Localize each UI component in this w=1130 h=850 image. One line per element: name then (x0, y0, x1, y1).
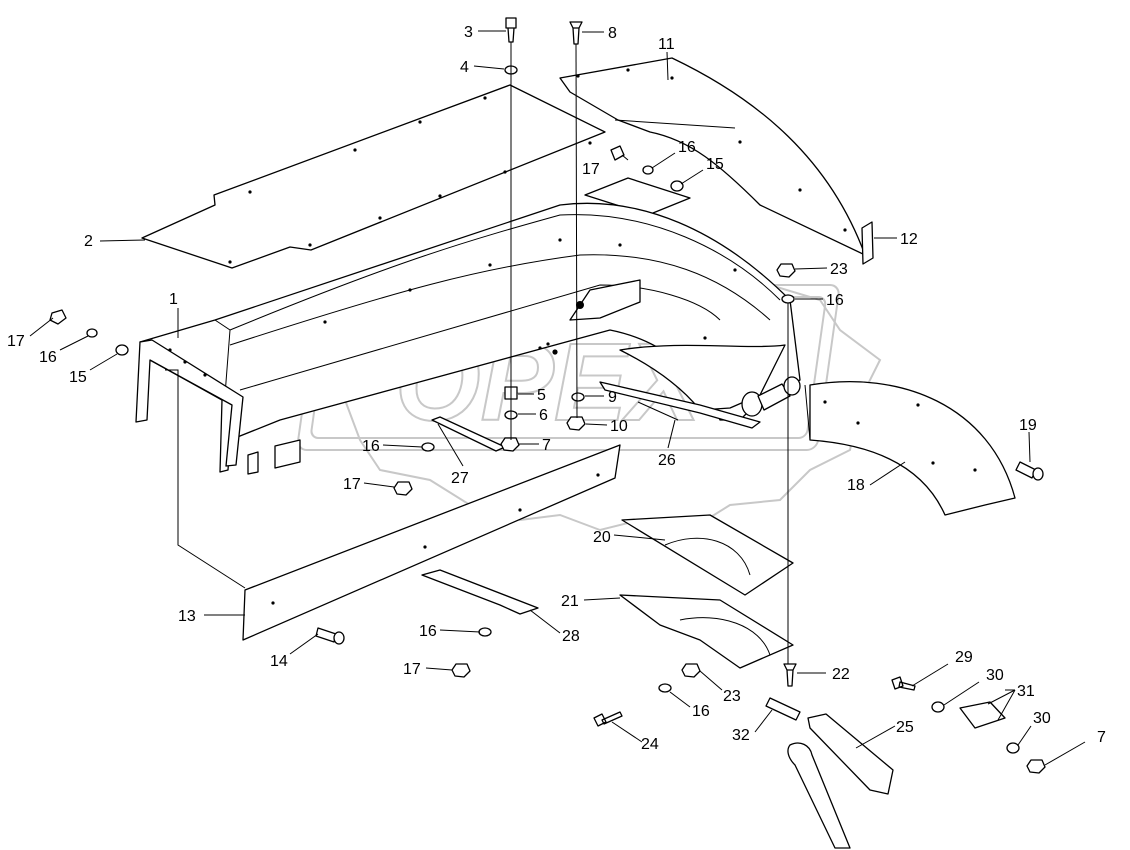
part-1-fender-housing (135, 202, 801, 475)
callout-8: 8 (608, 25, 617, 42)
callout-23: 23 (830, 261, 848, 278)
callout-13: 13 (178, 608, 196, 625)
part-16-washer (478, 627, 492, 637)
callout-17: 17 (582, 161, 600, 178)
callout-18: 18 (847, 477, 865, 494)
part-7-nut (500, 437, 520, 452)
part-20-plate (621, 514, 794, 596)
part-31-clamp (959, 701, 1006, 729)
part-16-washer (658, 683, 672, 693)
part-32-pin (765, 697, 801, 721)
part-16-washer (86, 328, 98, 338)
callout-2: 2 (84, 233, 93, 250)
callout-30: 30 (1033, 710, 1051, 727)
part-9-washer (571, 392, 585, 402)
part-17-nut (610, 145, 625, 161)
part-17-nut (49, 309, 67, 325)
part-8-bolt (569, 21, 583, 45)
callout-16: 16 (39, 349, 57, 366)
part-3-bolt (505, 17, 517, 43)
part-30-washer (1006, 742, 1020, 754)
part-11-curved-guard (559, 57, 866, 256)
callout-28: 28 (562, 628, 580, 645)
callout-numbers: 3 4 8 11 17 16 15 2 12 23 16 1 17 16 15 … (7, 24, 1106, 753)
callout-22: 22 (832, 666, 850, 683)
callout-12: 12 (900, 231, 918, 248)
support-arm (787, 742, 851, 849)
callout-26: 26 (658, 452, 676, 469)
part-18-side-panel (804, 381, 1016, 516)
part-19-bolt (1015, 461, 1044, 481)
callout-17: 17 (343, 476, 361, 493)
callout-19: 19 (1019, 417, 1037, 434)
callout-10: 10 (610, 418, 628, 435)
assembly-axes (165, 42, 789, 664)
part-23-nut (681, 663, 701, 678)
part-28-plate (421, 569, 539, 615)
callout-15: 15 (69, 369, 87, 386)
callout-31: 31 (1017, 683, 1035, 700)
callout-32: 32 (732, 727, 750, 744)
part-29-bolt (891, 676, 916, 691)
part-17-nut (451, 663, 471, 678)
callout-7: 7 (1097, 729, 1106, 746)
callout-15: 15 (706, 156, 724, 173)
part-30-washer (931, 701, 945, 713)
part-13-lower-strip (242, 444, 621, 641)
callout-17: 17 (7, 333, 25, 350)
part-24-bolt (593, 711, 623, 727)
housing-bracket-arm (569, 279, 641, 321)
inner-shield (619, 344, 786, 411)
callout-7: 7 (542, 437, 551, 454)
part-26-rod (637, 401, 679, 421)
callout-16: 16 (826, 292, 844, 309)
callout-27: 27 (451, 470, 469, 487)
callout-29: 29 (955, 649, 973, 666)
callout-16: 16 (692, 703, 710, 720)
callout-9: 9 (608, 389, 617, 406)
callout-20: 20 (593, 529, 611, 546)
callout-5: 5 (537, 387, 546, 404)
callout-23: 23 (723, 688, 741, 705)
housing-left-bracket (135, 339, 244, 467)
callout-3: 3 (464, 24, 473, 41)
callout-24: 24 (641, 736, 659, 753)
callout-16: 16 (678, 139, 696, 156)
part-16-washer (421, 442, 435, 452)
callout-11: 11 (658, 36, 675, 53)
callout-21: 21 (561, 593, 579, 610)
part-2-top-cover (141, 84, 606, 269)
callout-16: 16 (419, 623, 437, 640)
part-16-washer (781, 294, 795, 304)
part-7-nut (1026, 759, 1046, 774)
leader-lines (29, 30, 1086, 766)
part-23-nut (776, 263, 796, 278)
callout-25: 25 (896, 719, 914, 736)
part-16-washer (642, 165, 654, 175)
part-12-clip (861, 221, 874, 265)
part-15-washer (670, 180, 684, 192)
part-21-plate (619, 594, 794, 669)
part-25-bracket (807, 713, 894, 795)
part-10-nut (566, 416, 586, 431)
callout-6: 6 (539, 407, 548, 424)
part-15-washer (115, 344, 129, 356)
part-17-nut (393, 481, 413, 496)
callout-14: 14 (270, 653, 288, 670)
callout-1: 1 (169, 291, 178, 308)
fasteners (49, 17, 1046, 774)
callout-4: 4 (460, 59, 469, 76)
part-22-bolt (783, 663, 797, 687)
callout-30: 30 (986, 667, 1004, 684)
part-14-bolt (315, 627, 345, 645)
callout-17: 17 (403, 661, 421, 678)
callout-16: 16 (362, 438, 380, 455)
